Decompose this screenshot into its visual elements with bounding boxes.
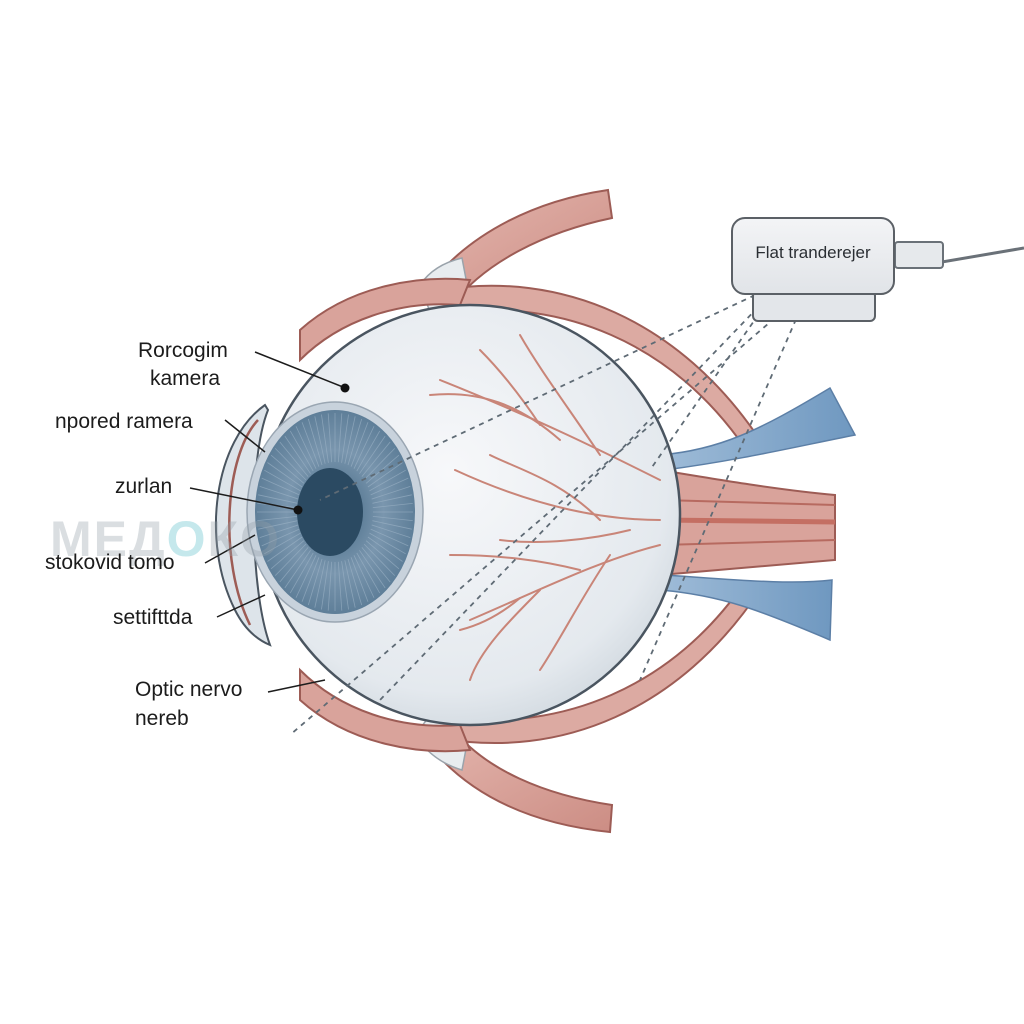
iris-fiber xyxy=(301,422,320,467)
iris-fiber xyxy=(270,540,305,570)
iris-fiber xyxy=(371,524,411,539)
iris-fiber xyxy=(257,515,298,522)
iris-fiber xyxy=(261,477,300,496)
label-stokovid-tomo: stokovid tomo xyxy=(45,551,175,574)
upper-nerve xyxy=(658,386,857,471)
iris-fiber xyxy=(314,416,326,464)
iris-fiber xyxy=(369,469,406,492)
iris-fiber xyxy=(284,550,311,589)
pupil xyxy=(297,468,363,556)
iris-fiber xyxy=(279,547,309,583)
label-npored-ramera: npored ramera xyxy=(55,410,193,433)
iris-fiber xyxy=(270,454,305,484)
label-nereb: nereb xyxy=(135,707,189,730)
iris-fiber xyxy=(347,418,363,466)
iris-fiber xyxy=(301,557,320,602)
iris-fiber xyxy=(347,558,363,606)
leader-lines xyxy=(189,351,344,693)
iris-fiber xyxy=(327,561,333,611)
iris-fiber xyxy=(307,418,323,466)
iris-fiber xyxy=(365,540,400,570)
iris-fiber xyxy=(356,552,381,594)
iris-fiber xyxy=(261,528,300,547)
marker-dot xyxy=(340,383,350,393)
iris-fiber xyxy=(337,561,343,611)
iris-fiber xyxy=(365,454,400,484)
label-zurlan: zurlan xyxy=(115,475,173,498)
iris-fiber xyxy=(353,555,375,598)
iris-fiber xyxy=(289,552,314,594)
iris-fiber xyxy=(267,462,303,488)
iris-fiber xyxy=(372,502,413,509)
iris-fiber xyxy=(307,558,323,606)
iris-fiber xyxy=(327,413,333,463)
iris-fiber xyxy=(367,536,403,562)
iris-fiber xyxy=(284,435,311,474)
iris-fiber xyxy=(370,477,409,496)
iris-fiber xyxy=(363,448,396,481)
iris-fiber xyxy=(264,469,301,492)
label-optic-nervo: Optic nervo xyxy=(135,678,243,701)
iris-fiber xyxy=(359,550,386,589)
iris-fiber xyxy=(361,441,391,477)
iris-fiber xyxy=(259,485,299,500)
iris-fiber xyxy=(341,561,349,610)
iris-fiber xyxy=(344,560,356,608)
iris-fiber xyxy=(363,543,396,576)
iris-fiber xyxy=(359,435,386,474)
iris-fiber xyxy=(295,426,317,469)
iris-fiber xyxy=(337,413,343,463)
label-settifttda: settifttda xyxy=(113,606,193,629)
iris-fiber xyxy=(341,414,349,463)
iris-fiber xyxy=(274,543,307,576)
iris-fiber xyxy=(258,494,298,504)
watermark: МЕДОКО xyxy=(50,511,281,567)
iris-fiber xyxy=(279,441,309,477)
iris-fiber xyxy=(372,494,412,504)
iris-fiber xyxy=(369,532,406,555)
iris-fiber xyxy=(370,528,409,547)
iris-fibers xyxy=(257,413,413,611)
iris-fiber xyxy=(289,430,314,472)
label-rorcogim: Rorcogim xyxy=(138,339,228,362)
iris-fiber xyxy=(264,532,301,555)
iris-fiber xyxy=(356,430,381,472)
iris-fiber xyxy=(267,536,303,562)
label-kamera: kamera xyxy=(150,367,221,390)
iris-fiber xyxy=(274,448,307,481)
iris-fiber xyxy=(321,561,329,610)
iris-fiber xyxy=(321,414,329,463)
blood-vessels xyxy=(429,334,661,681)
iris-fiber xyxy=(350,557,369,602)
marker-dot xyxy=(293,505,303,515)
transducer-box: Flat tranderejer xyxy=(731,217,895,295)
iris-fiber xyxy=(361,547,391,583)
upper-muscle xyxy=(423,188,614,307)
iris-fiber xyxy=(367,462,403,488)
scan-lines xyxy=(289,294,801,736)
iris-fiber xyxy=(350,422,369,467)
iris-fiber xyxy=(371,485,411,500)
iris-fiber xyxy=(259,524,299,539)
iris-fiber xyxy=(314,560,326,608)
lower-nerve xyxy=(658,574,833,642)
lower-muscle xyxy=(423,726,614,834)
iris-fiber xyxy=(295,555,317,598)
iris-fiber xyxy=(353,426,375,469)
transducer-label: Flat tranderejer xyxy=(755,243,871,262)
iris-fiber xyxy=(372,520,412,530)
iris-fiber xyxy=(344,416,356,464)
iris-fiber xyxy=(258,520,298,530)
iris-fiber xyxy=(372,515,413,522)
